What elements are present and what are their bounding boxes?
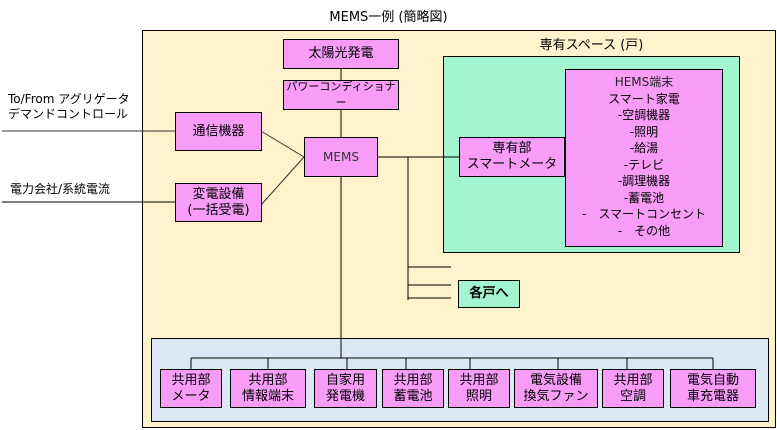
- private-meter-node: 専有部 スマートメータ: [459, 137, 565, 177]
- power-conditioner-node: パワーコンディショナー: [283, 80, 399, 110]
- common-item-line1: 共用部: [248, 372, 288, 388]
- common-item-line1: 共用部: [613, 372, 653, 388]
- hems-item: -蓄電池: [623, 190, 665, 205]
- common-item: 共用部 メータ: [160, 369, 222, 408]
- private-meter-line1: 専有部: [492, 141, 532, 156]
- common-item-line1: 電気自動: [686, 372, 739, 388]
- hems-item: - スマートコンセント: [582, 207, 706, 221]
- hems-item: -空調機器: [617, 108, 671, 122]
- common-item: 共用部 情報端末: [230, 369, 306, 408]
- common-item: 自家用 発電機: [314, 369, 377, 408]
- common-item-line2: 発電機: [325, 388, 365, 404]
- to-each-unit-node: 各戸へ: [458, 280, 520, 308]
- common-item: 共用部 空調: [602, 369, 664, 408]
- hems-terminal-node: HEMS端末 スマート家電 -空調機器 -照明 -給湯 -テレビ -調理機器 -…: [565, 69, 723, 247]
- hems-item: -給湯: [629, 141, 659, 155]
- hems-item: -調理機器: [617, 174, 671, 188]
- common-item: 共用部 蓄電池: [382, 369, 444, 408]
- common-item-line1: 共用部: [459, 372, 499, 388]
- common-item-line2: 蓄電池: [393, 388, 433, 404]
- substation-line2: (一括受電): [187, 202, 250, 218]
- hems-title: HEMS端末: [614, 75, 674, 89]
- common-item-line2: 車充電器: [686, 388, 739, 404]
- comm-equipment-node: 通信機器: [175, 112, 262, 151]
- hems-subtitle: スマート家電: [608, 91, 680, 106]
- hems-item: - その他: [617, 223, 671, 238]
- common-item-line1: 共用部: [171, 372, 211, 388]
- solar-node: 太陽光発電: [283, 39, 399, 69]
- mems-node: MEMS: [304, 137, 378, 177]
- common-item-line2: 照明: [465, 388, 492, 404]
- common-item-line2: 換気ファン: [523, 388, 589, 404]
- aggregator-label-line1: To/From アグリゲータ: [8, 92, 130, 106]
- hems-item: -照明: [629, 124, 659, 139]
- common-item: 共用部 照明: [448, 369, 510, 408]
- aggregator-label-line2: デマンドコントロール: [8, 107, 129, 121]
- common-item-line1: 自家用: [325, 372, 365, 388]
- common-item-line2: 情報端末: [241, 388, 294, 404]
- line-sub-mems: [260, 156, 305, 206]
- common-item: 電気設備 換気ファン: [514, 369, 598, 408]
- substation-line1: 変電設備: [192, 186, 245, 202]
- substation-node: 変電設備 (一括受電): [175, 183, 262, 222]
- common-item-line2: 空調: [619, 388, 646, 404]
- line-comm-mems: [260, 130, 305, 158]
- aggregator-label: To/From アグリゲータ デマンドコントロール: [8, 92, 130, 122]
- common-item-line1: 電気設備: [529, 372, 582, 388]
- common-item-line2: メータ: [171, 388, 211, 404]
- common-item-line1: 共用部: [393, 372, 433, 388]
- private-space-label: 専有スペース (戸): [539, 38, 644, 53]
- diagram-title: MEMS一例 (簡略図): [329, 10, 448, 25]
- common-item: 電気自動 車充電器: [670, 369, 756, 408]
- utility-label: 電力会社/系統電流: [10, 182, 111, 196]
- hems-item: -テレビ: [623, 157, 665, 172]
- private-meter-line2: スマートメータ: [466, 157, 558, 172]
